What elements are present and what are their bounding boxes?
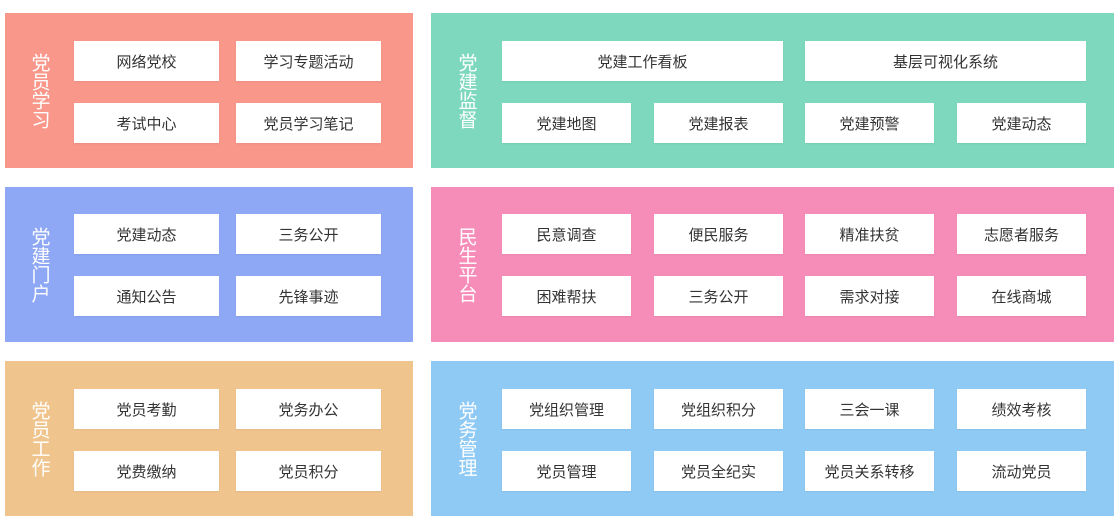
tile-three-affairs-public[interactable]: 三务公开 [236,214,381,254]
tile-org-points[interactable]: 党组织积分 [654,389,783,429]
tile-party-map[interactable]: 党建地图 [502,103,631,143]
tile-party-warning[interactable]: 党建预警 [805,103,934,143]
panel-party-member-work: 党员工作 党员考勤 党务办公 党费缴纳 党员积分 [5,361,413,516]
tile-member-attendance[interactable]: 党员考勤 [74,389,219,429]
tile-online-party-school[interactable]: 网络党校 [74,41,219,81]
panel-livelihood-platform: 民生平台 民意调查 便民服务 精准扶贫 志愿者服务 困难帮扶 三务公开 需求对接… [431,187,1114,342]
tile-convenience-service[interactable]: 便民服务 [654,214,783,254]
tile-member-transfer[interactable]: 党员关系转移 [805,451,934,491]
tile-volunteer-service[interactable]: 志愿者服务 [957,214,1086,254]
panel-party-supervision: 党建监督 党建工作看板 基层可视化系统 党建地图 党建报表 党建预警 党建动态 [431,13,1114,168]
tile-poverty-alleviation[interactable]: 精准扶贫 [805,214,934,254]
tile-online-mall[interactable]: 在线商城 [957,276,1086,316]
tile-public-survey[interactable]: 民意调查 [502,214,631,254]
panel-title: 党员学习 [28,52,51,129]
tile-org-management[interactable]: 党组织管理 [502,389,631,429]
tile-visualization-system[interactable]: 基层可视化系统 [805,41,1086,81]
tile-three-affairs-public[interactable]: 三务公开 [654,276,783,316]
tile-pioneer-deeds[interactable]: 先锋事迹 [236,276,381,316]
panel-title: 党建门户 [28,226,51,303]
tile-member-full-record[interactable]: 党员全纪实 [654,451,783,491]
tile-three-meetings-one-lesson[interactable]: 三会一课 [805,389,934,429]
panel-title: 党务管理 [455,400,478,477]
tile-party-report[interactable]: 党建报表 [654,103,783,143]
tile-notice[interactable]: 通知公告 [74,276,219,316]
panel-title: 党建监督 [455,52,478,129]
tile-party-news[interactable]: 党建动态 [957,103,1086,143]
panel-party-affairs-management: 党务管理 党组织管理 党组织积分 三会一课 绩效考核 党员管理 党员全纪实 党员… [431,361,1114,516]
tile-study-topic-activity[interactable]: 学习专题活动 [236,41,381,81]
tile-member-points[interactable]: 党员积分 [236,451,381,491]
tile-dues-payment[interactable]: 党费缴纳 [74,451,219,491]
panel-title: 党员工作 [28,400,51,477]
tile-party-news[interactable]: 党建动态 [74,214,219,254]
tile-party-office[interactable]: 党务办公 [236,389,381,429]
panel-party-member-study: 党员学习 网络党校 学习专题活动 考试中心 党员学习笔记 [5,13,413,168]
tile-performance-review[interactable]: 绩效考核 [957,389,1086,429]
tile-work-dashboard[interactable]: 党建工作看板 [502,41,783,81]
tile-exam-center[interactable]: 考试中心 [74,103,219,143]
panel-party-portal: 党建门户 党建动态 三务公开 通知公告 先锋事迹 [5,187,413,342]
tile-mobile-members[interactable]: 流动党员 [957,451,1086,491]
tile-member-study-notes[interactable]: 党员学习笔记 [236,103,381,143]
panel-title: 民生平台 [455,226,478,303]
tile-member-management[interactable]: 党员管理 [502,451,631,491]
tile-demand-matching[interactable]: 需求对接 [805,276,934,316]
tile-hardship-aid[interactable]: 困难帮扶 [502,276,631,316]
